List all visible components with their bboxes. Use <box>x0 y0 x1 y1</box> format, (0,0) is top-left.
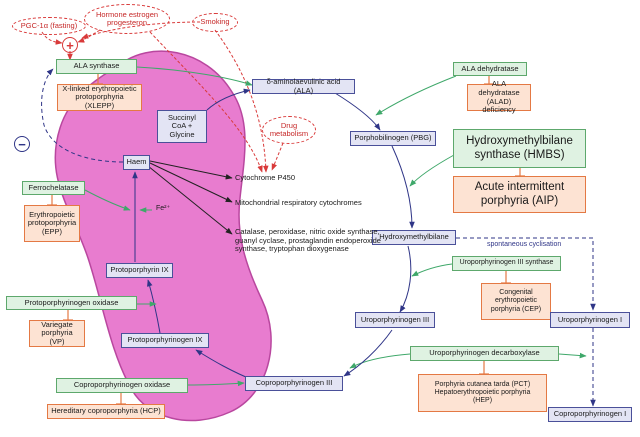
arrow-pbg-to-hmb <box>391 145 415 229</box>
disease-alad-deficiency: ALA dehydratase (ALAD) deficiency <box>467 79 531 114</box>
pgc1a-regulator: PGC-1α (fasting) <box>12 17 86 35</box>
arrow-haem-to-mito <box>149 162 233 203</box>
arrow-alad-enzyme <box>375 75 457 116</box>
metabolite-ala: δ-aminolaevulinic acid (ALA) <box>252 77 355 94</box>
drug-metabolism-regulator: Drug metabolism <box>262 116 316 144</box>
arrow-drug-to-cyp450 <box>271 142 284 171</box>
disease-vp: Variegate porphyria (VP) <box>29 320 85 347</box>
disease-aip: Acute intermittent porphyria (AIP) <box>453 176 586 213</box>
product-cytochrome-p450: Cytochrome P450 <box>235 173 296 182</box>
product-other-haemoproteins: Catalase, peroxidase, nitric oxide synth… <box>235 227 381 254</box>
arrow-urod-to-left <box>349 353 411 369</box>
enzyme-ala-synthase: ALA synthase <box>56 59 137 74</box>
metabolite-uro3: Uroporphyrinogen III <box>355 312 435 328</box>
metabolite-copro3: Coproporphyrinogen III <box>245 376 343 391</box>
arrow-hmb-to-uro1 <box>456 237 596 311</box>
enzyme-ala-dehydratase: ALA dehydratase <box>453 62 527 76</box>
arrow-haem-to-cyp450 <box>149 160 233 180</box>
arrow-haem-feedback <box>41 68 124 163</box>
enzyme-uro-decarboxylase: Uroporphyrinogen decarboxylase <box>410 346 559 361</box>
arrow-urod-to-right <box>558 352 587 359</box>
disease-cep: Congenital erythropoietic porphyria (CEP… <box>481 283 551 320</box>
disease-epp: Erythropoietic protoporphyria (EPP) <box>24 205 80 242</box>
arrow-hormone-to-cyp450 <box>149 31 263 173</box>
product-mito-cytochromes: Mitochondrial respiratory cytochromes <box>235 198 362 207</box>
arrow-cpox-enzyme <box>187 380 245 387</box>
disease-pct-hep: Porphyria cutanea tarda (PCT) Hepatoeryt… <box>418 374 547 412</box>
hormone-regulator: Hormone estrogen progesteron <box>84 4 170 34</box>
arrow-uro3synth-enzyme <box>411 263 453 277</box>
metabolite-proto9: Protoporphyrin IX <box>106 263 173 278</box>
spontaneous-cyclisation-label: spontaneous cyclisation <box>487 241 562 248</box>
metabolite-haem: Haem <box>123 155 150 170</box>
arrow-smoking-to-cyp450 <box>214 29 269 173</box>
smoking-regulator: Smoking <box>192 13 238 32</box>
arrow-alas-to-ala <box>136 66 253 86</box>
disease-xlepp: X-linked erythropoietic protoporphyria (… <box>57 84 142 111</box>
metabolite-hmb: Hydroxymethylbilane <box>372 230 456 245</box>
enzyme-ferrochelatase: Ferrochelatase <box>22 181 85 195</box>
disease-hcp: Hereditary coproporphyria (HCP) <box>47 404 165 419</box>
enzyme-uro3-synthase: Uroporphyrinogen III synthase <box>452 256 561 271</box>
arrow-hormone-to-plus <box>77 29 101 43</box>
arrow-haem-to-others <box>147 165 233 235</box>
enzyme-copro-oxidase: Coproporphyrinogen oxidase <box>56 378 188 393</box>
stimulation-plus-icon: + <box>62 37 78 53</box>
arrow-uro3-to-copro3 <box>343 329 393 377</box>
arrow-succinyl-to-ala <box>206 88 251 111</box>
arrow-hmbs-enzyme <box>409 154 455 187</box>
metabolite-succinyl-glycine: Succinyl CoA + Glycine <box>157 110 207 143</box>
arrow-fech-enzyme <box>84 189 131 211</box>
arrow-hmb-to-uro3 <box>399 245 412 313</box>
enzyme-proto-oxidase: Protoporphyrinogen oxidase <box>6 296 137 310</box>
iron-label: Fe²⁺ <box>156 205 171 212</box>
enzyme-hmbs: Hydroxymethylbilane synthase (HMBS) <box>453 129 586 168</box>
metabolite-protogen9: Protoporphyrinogen IX <box>121 333 209 348</box>
metabolite-copro1: Coproporphyrinogen I <box>548 407 632 422</box>
metabolite-uro1: Uroporphyrinogen I <box>550 312 630 328</box>
arrow-ala-to-pbg <box>334 92 381 131</box>
inhibition-minus-icon: − <box>14 136 30 152</box>
metabolite-pbg: Porphobilinogen (PBG) <box>350 131 436 146</box>
